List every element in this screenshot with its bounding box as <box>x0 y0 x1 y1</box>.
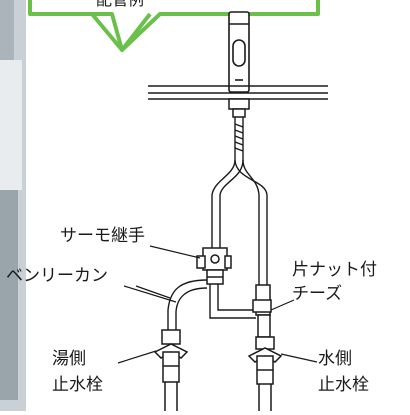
supply-hose <box>211 117 268 285</box>
label-bellows-can: ベンリーカン <box>6 266 108 286</box>
photo-backdrop <box>0 0 26 411</box>
label-thermo-joint: サーモ継手 <box>60 226 145 246</box>
hot-stop-valve <box>153 329 189 411</box>
thermo-joint-fitting <box>196 247 232 285</box>
faucet <box>228 11 250 93</box>
bellows-can-pipe <box>167 279 256 330</box>
label-single-nut-tee: 片ナット付 チーズ <box>292 260 377 304</box>
callout-text: 配管例 <box>96 0 144 9</box>
leader-lines <box>117 245 318 364</box>
under-counter-nut <box>228 98 250 118</box>
callout-box <box>28 0 320 52</box>
single-nut-tee-fitting <box>252 284 272 338</box>
cold-stop-valve <box>247 336 283 411</box>
label-cold-stop-valve: 水側 止水栓 <box>318 349 369 395</box>
label-hot-stop-valve: 湯側 止水栓 <box>52 349 103 395</box>
